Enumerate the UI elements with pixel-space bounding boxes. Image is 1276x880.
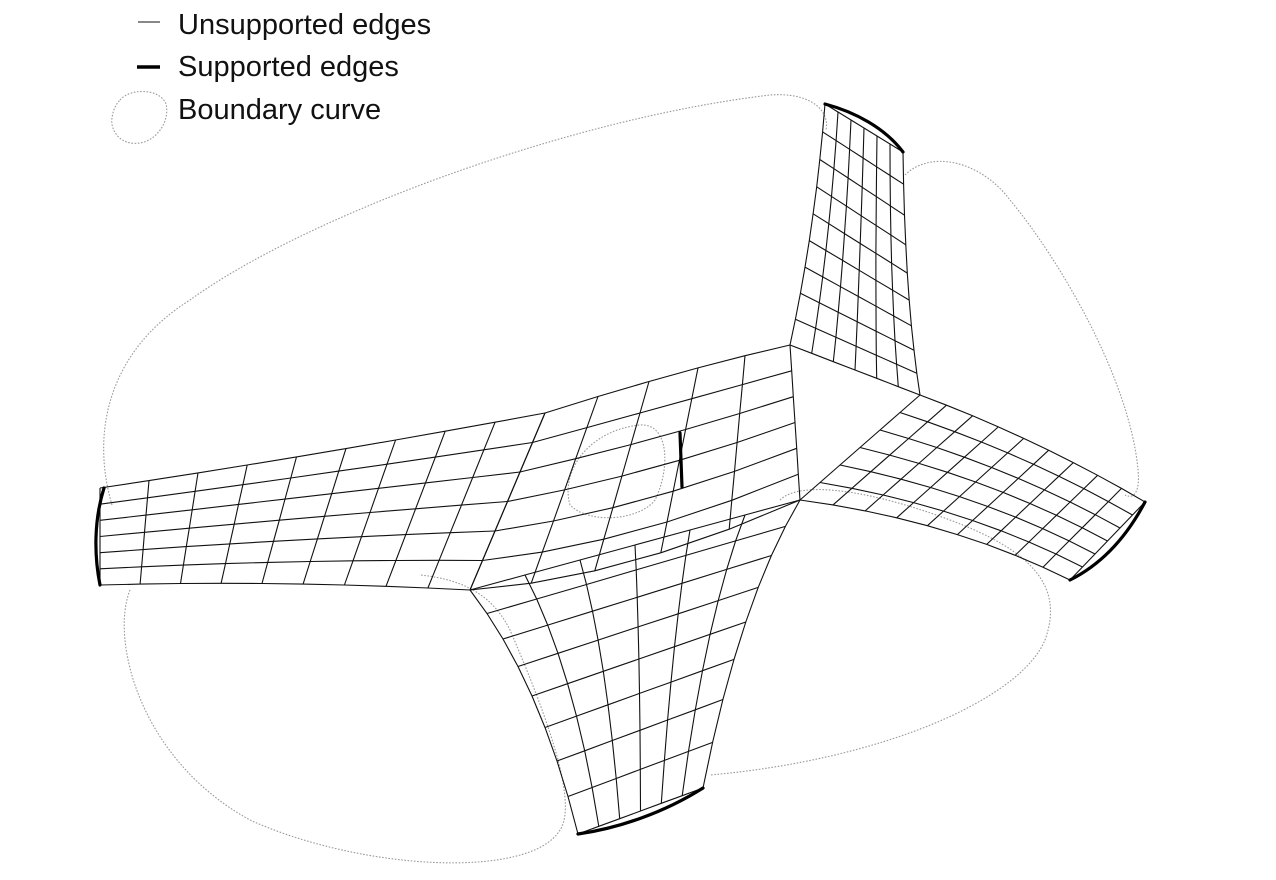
top-arm-column-edge [816,186,907,246]
bottom-arm-column-edge [531,621,746,697]
top-arm-column-edge [809,240,910,301]
center-band-column-edge [728,355,746,530]
top-arm-row-edge [902,151,921,396]
center-band-row-edge [469,499,801,591]
supported-edge-top [823,102,905,154]
left-arm-row-edge [99,471,521,521]
boundary-curve-hole [567,424,666,519]
left-arm-column-edge [385,431,446,587]
right-arm-row-edge [839,464,1096,555]
top-arm-row-edge [789,103,826,346]
boundary-curve-lower-left [123,574,566,864]
left-arm-row-edge [99,441,533,505]
right-arm-column-edge [927,437,1025,527]
right-arm-column-edge [864,415,973,512]
right-arm-column-edge [986,462,1074,545]
supported-edge-interior [678,431,684,489]
top-arm-column-edge [795,318,918,374]
left-arm-column-edge [427,421,496,589]
left-arm-column-edge [179,472,199,584]
bottom-arm-column-edge [517,586,759,668]
top-arm-row-edge [832,119,852,362]
left-arm-row-edge [99,559,483,570]
bottom-arm-column-edge [502,554,772,640]
right-arm-row-edge [879,429,1121,529]
center-band-row-edge [482,473,799,562]
bottom-arm-row-edge [702,499,801,789]
left-arm-column-edge [302,448,347,585]
bottom-arm-column-edge [469,499,801,591]
bottom-arm-column-edge [577,787,704,835]
left-arm-column-edge [139,480,150,585]
right-arm-column-edge [1014,474,1098,556]
center-band-row-edge [544,344,791,414]
right-arm-column-edge [957,449,1050,536]
center-band-column-edge [530,396,599,584]
boundary-curve-lower-right [709,489,1051,776]
bottom-arm-column-edge [486,525,786,615]
top-arm-column-edge [824,103,904,153]
left-arm-column-edge [261,456,298,584]
top-arm-column-edge [812,213,908,274]
top-arm-row-edge [889,143,899,387]
left-arm-row-edge [99,582,471,591]
left-arm-row-edge [99,412,546,489]
legend-unsupported-label: Unsupported edges [178,9,431,41]
left-arm-column-edge [220,464,248,584]
legend-boundary-label: Boundary curve [178,94,381,126]
top-arm-column-edge [804,266,912,327]
bottom-arm-column-edge [544,658,735,729]
top-arm-row-edge [811,111,839,354]
top-arm-column-edge [789,344,921,396]
right-arm-column-edge [799,394,921,501]
supported-edge-left [94,486,106,587]
right-arm-column-edge [896,426,999,519]
center-band-column-edge [594,381,650,571]
top-arm-row-edge [854,127,865,371]
center-band-column-edge [789,344,801,501]
top-arm-column-edge [819,159,905,216]
center-band-row-edge [519,396,794,473]
bottom-arm-column-edge [567,741,713,798]
right-arm-row-edge [919,394,1146,503]
center-band-column-edge [469,412,546,591]
center-band-row-edge [494,447,797,532]
right-arm-row-edge [799,499,1071,581]
center-band-column-edge [660,367,699,553]
right-arm-row-edge [859,446,1108,542]
boundary-curves [103,94,1139,864]
bottom-arm-row-edge [469,589,579,835]
legend-boundary-swatch [111,90,168,144]
right-arm-column-edge [1042,488,1122,568]
supported-edges [94,102,1147,836]
right-arm-row-edge [899,411,1133,516]
boundary-curve-upper [103,94,828,506]
left-arm-column-edge [343,439,397,586]
right-arm-row-edge [819,481,1083,568]
left-arm-row-edge [99,500,508,538]
bottom-arm-row-edge [660,529,691,804]
center-band-row-edge [507,421,796,503]
legend-supported-label: Supported edges [178,51,399,83]
boundary-curve-right [904,160,1139,497]
bottom-arm-column-edge [556,698,724,762]
right-arm-column-edge [1069,501,1146,581]
top-arm-row-edge [875,135,878,379]
legend: Unsupported edges Supported edges Bounda… [111,9,431,144]
mesh [99,103,1146,835]
center-band-row-edge [532,370,792,444]
supported-edge-bottom [576,786,705,836]
right-arm-column-edge [832,404,947,506]
left-arm-row-edge [99,530,496,554]
top-arm-column-edge [822,131,904,185]
top-arm-column-edge [800,292,915,351]
supported-edge-right [1068,500,1147,582]
